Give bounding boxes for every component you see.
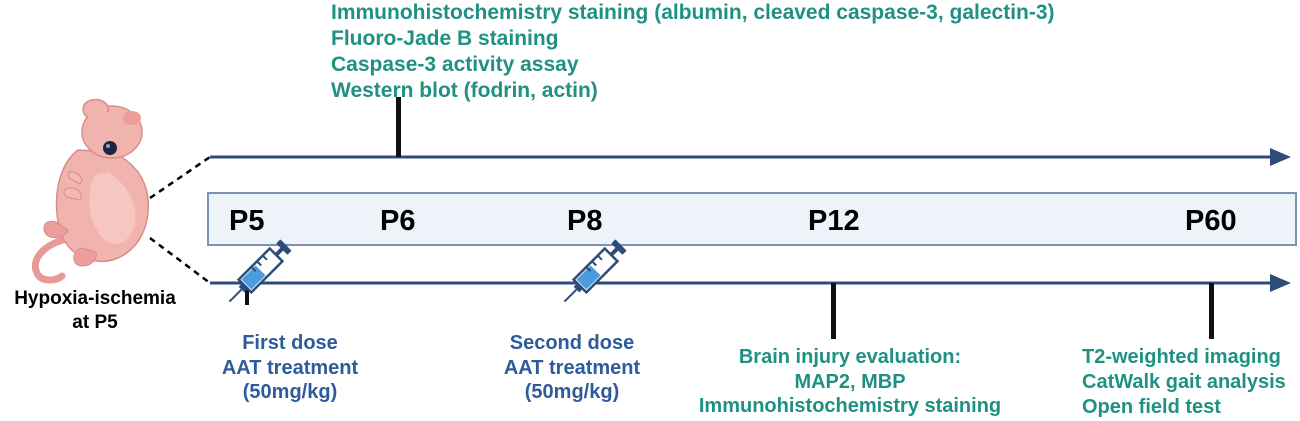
readout-item: T2-weighted imaging	[1082, 346, 1281, 368]
day-label-p6: P6	[380, 205, 416, 237]
day-label-p12: P12	[808, 205, 860, 237]
syringe-icon	[228, 239, 292, 303]
readout-item: Open field test	[1082, 396, 1221, 418]
tick-p60	[1209, 283, 1214, 339]
day-label-p5: P5	[229, 205, 265, 237]
day-label-p60: P60	[1185, 205, 1237, 237]
tick-p6	[396, 97, 401, 157]
caption-line: AAT treatment	[503, 356, 641, 379]
tick-p12	[831, 283, 836, 339]
model-label-line: at P5	[72, 312, 118, 333]
caption-line: (50mg/kg)	[524, 381, 620, 403]
readout-item: Fluoro-Jade B staining	[331, 27, 559, 50]
model-label-line: Hypoxia-ischemia	[14, 288, 176, 309]
tick-p5	[245, 283, 249, 305]
caption-line: Brain injury evaluation:	[738, 346, 962, 368]
second-dose-caption: Second dose AAT treatment (50mg/kg)	[472, 331, 672, 405]
brain-injury-caption: Brain injury evaluation: MAP2, MBP Immun…	[674, 345, 1026, 419]
bottom-timeline-arrow	[210, 274, 1291, 292]
caption-line: Second dose	[509, 332, 635, 354]
readout-item: Western blot (fodrin, actin)	[331, 79, 598, 102]
readout-item: CatWalk gait analysis	[1082, 371, 1286, 393]
long-term-readouts: T2-weighted imaging CatWalk gait analysi…	[1082, 345, 1286, 420]
day-label-box	[207, 192, 1297, 246]
caption-line: MAP2, MBP	[794, 370, 906, 393]
model-label: Hypoxia-ischemia at P5	[0, 287, 190, 335]
readout-item: Immunohistochemistry staining (albumin, …	[331, 1, 1055, 24]
top-readouts-list: Immunohistochemistry staining (albumin, …	[331, 0, 1055, 104]
newborn-pup-icon	[31, 98, 149, 284]
connector-top-dashed	[149, 155, 211, 200]
first-dose-caption: First dose AAT treatment (50mg/kg)	[190, 331, 390, 405]
caption-line: AAT treatment	[221, 356, 359, 379]
caption-line: First dose	[242, 332, 338, 354]
readout-item: Caspase-3 activity assay	[331, 53, 579, 76]
day-label-p8: P8	[567, 205, 603, 237]
connector-bottom-dashed	[149, 237, 211, 284]
caption-line: (50mg/kg)	[242, 381, 338, 403]
caption-line: Immunohistochemistry staining	[698, 395, 1002, 417]
syringe-icon	[563, 239, 627, 303]
top-timeline-arrow	[210, 148, 1291, 166]
